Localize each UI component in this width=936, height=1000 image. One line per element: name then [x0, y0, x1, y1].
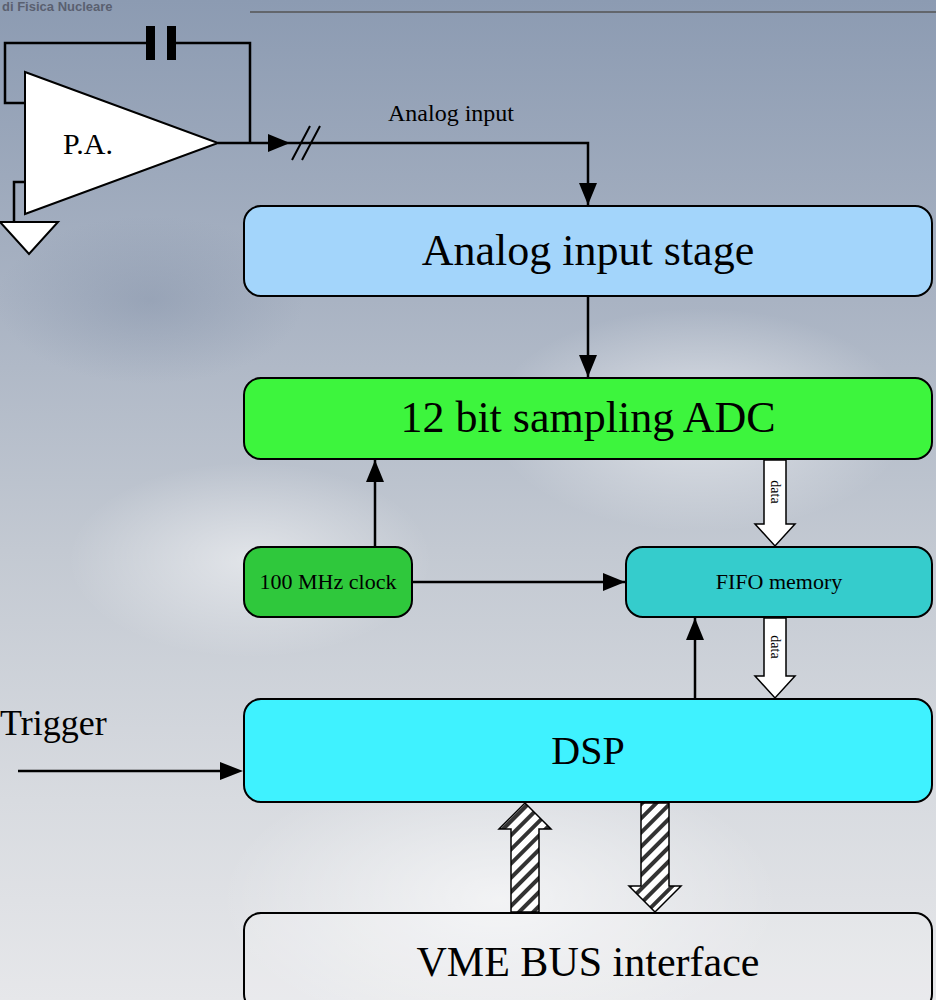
- edge-label: Analog input: [388, 100, 514, 126]
- node-text: FIFO memory: [716, 570, 843, 594]
- memory-box: FIFO memory: [625, 546, 933, 618]
- node-text: 12 bit sampling ADC: [400, 394, 775, 442]
- node-text: P.A.: [63, 127, 113, 160]
- clock-box: 100 MHz clock: [243, 546, 413, 618]
- connector: [686, 618, 704, 698]
- capacitor-plate: [167, 26, 176, 60]
- signal-name: Trigger: [0, 704, 107, 744]
- arrowhead: [603, 573, 625, 591]
- bus-arrow: [755, 460, 795, 546]
- node-text: VME BUS interface: [417, 939, 760, 985]
- watermark: di Fisica Nucleare: [2, 0, 113, 14]
- arrowhead: [579, 355, 597, 377]
- bus-arrow: [629, 803, 681, 912]
- node-text: DSP: [551, 729, 624, 773]
- trigger-wire: [18, 770, 222, 773]
- triangle-outline: [25, 72, 218, 214]
- process-box: 12 bit sampling ADC: [243, 377, 933, 460]
- connector: [579, 297, 597, 377]
- triangle-shape: [25, 72, 218, 214]
- process-box: DSP: [243, 698, 933, 803]
- connector: [366, 460, 384, 546]
- amplifier-triangle: P.A.: [25, 72, 218, 214]
- connector: [629, 803, 681, 912]
- bus-arrow: [499, 803, 551, 912]
- signal-wire: [218, 143, 588, 205]
- connector: [755, 460, 795, 546]
- process-box: Analog input stage: [243, 205, 933, 297]
- edge-label: data: [767, 480, 782, 503]
- connector: [413, 573, 625, 591]
- clock-wire: [413, 581, 625, 584]
- arrowhead: [366, 460, 384, 482]
- connector: [755, 618, 795, 698]
- header-rule: [250, 11, 936, 13]
- edge-label: data: [767, 635, 782, 658]
- trigger-arrowhead: [220, 762, 243, 780]
- bus-arrow: [755, 618, 795, 698]
- arrowhead: [686, 618, 704, 640]
- arrowhead: [579, 183, 597, 205]
- node-text: 100 MHz clock: [260, 570, 397, 594]
- interface-box: VME BUS interface: [243, 912, 933, 1000]
- capacitor-plate: [146, 26, 155, 60]
- connector: [499, 803, 551, 912]
- ground-symbol: [0, 222, 58, 254]
- ground-wire: [14, 182, 25, 222]
- connector: [218, 143, 597, 205]
- node-text: Analog input stage: [422, 227, 754, 275]
